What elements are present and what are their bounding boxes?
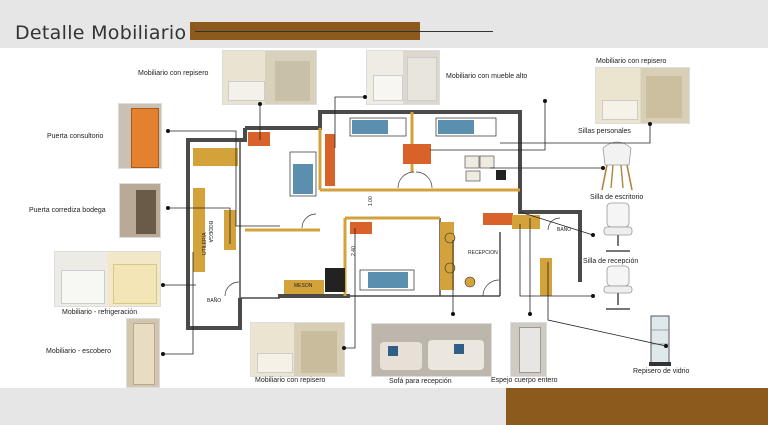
photo-mob-repisero-bottom <box>250 322 345 377</box>
label-mob-refrigeracion: Mobiliario - refrigeración <box>62 309 138 316</box>
label-mob-escobero: Mobiliario - escobero <box>46 348 111 355</box>
label-mob-repisero-bottom: Mobiliario con repisero <box>255 377 326 384</box>
leader-lines <box>163 96 667 355</box>
label-sofa-recepcion: Sofá para recepción <box>389 378 452 385</box>
photo-mob-escobero <box>126 318 160 388</box>
plan-recepcion: RECEPCION <box>468 250 498 256</box>
title-underline <box>195 31 493 32</box>
label-repisero-vidrio: Repisero de vidrio <box>633 368 690 375</box>
page-title: Detalle Mobiliario <box>15 22 187 44</box>
plan-utileria: UTILERÍA <box>202 232 208 255</box>
photo-mob-refrigeracion <box>54 251 161 307</box>
label-espejo: Espejo cuerpo entero <box>491 377 558 384</box>
photo-mob-repisero-right <box>595 67 690 124</box>
photo-mob-mueble-alto <box>366 50 440 105</box>
plan-bano-right: BAÑO <box>557 227 572 233</box>
plan-dim-1: 1.00 <box>368 196 374 206</box>
photo-espejo <box>510 322 547 377</box>
label-mob-repisero-right: Mobiliario con repisero <box>596 58 667 65</box>
chair-reception-icon <box>603 265 633 310</box>
footer-accent-bar <box>506 388 768 425</box>
label-mob-mueble-alto: Mobiliario con mueble alto <box>446 73 528 80</box>
label-silla-recepcion: Silla de recepción <box>583 258 639 265</box>
plan-bano-left: BAÑO <box>207 298 222 304</box>
label-mob-repisero-top: Mobiliario con repisero <box>138 70 209 77</box>
photo-puerta-consultorio <box>118 103 162 169</box>
label-puerta-corrediza: Puerta corrediza bodega <box>29 207 106 214</box>
label-silla-escritorio: Silla de escritorio <box>590 194 644 201</box>
plan-dim-2: 2.40 <box>351 246 357 256</box>
plan-meson: MESON <box>294 283 313 289</box>
photo-sofa-recepcion <box>371 323 492 377</box>
label-sillas-personales: Sillas personales <box>578 128 631 135</box>
photo-puerta-corrediza <box>119 183 161 238</box>
bed-icons <box>289 117 497 291</box>
photo-mob-repisero-top <box>222 50 317 105</box>
header-band: Detalle Mobiliario <box>0 0 768 48</box>
chair-desk-icon <box>603 202 633 252</box>
label-puerta-consultorio: Puerta consultorio <box>47 133 104 140</box>
